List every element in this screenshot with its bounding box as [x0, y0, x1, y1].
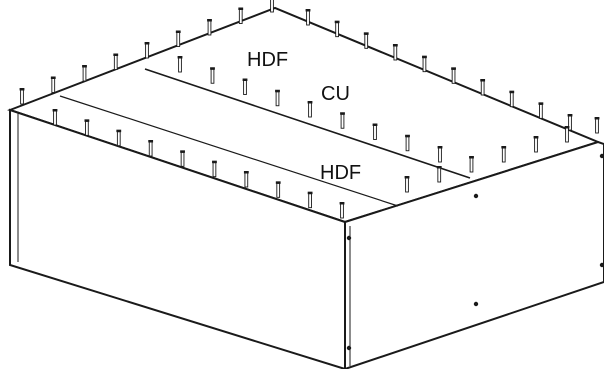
nails-group: [19, 0, 600, 219]
nail: [307, 101, 313, 118]
nail: [242, 78, 248, 95]
nail: [212, 160, 217, 178]
nail: [594, 117, 600, 134]
label-cu: CU: [321, 83, 350, 105]
divider-back: [144, 68, 471, 179]
screw-hole: [599, 262, 604, 268]
nail: [275, 89, 280, 107]
nail: [148, 140, 154, 157]
right-panel: [344, 140, 604, 369]
nail: [175, 30, 181, 47]
nail: [567, 114, 573, 131]
nail: [50, 76, 56, 93]
nail: [564, 126, 570, 143]
nail: [84, 119, 90, 136]
divider-front: [59, 95, 399, 207]
nail: [334, 20, 340, 38]
nail: [392, 44, 398, 61]
screw-holes: [346, 153, 604, 351]
nail: [238, 7, 244, 24]
nail: [405, 134, 410, 152]
nail: [538, 102, 544, 119]
nail: [340, 112, 345, 129]
nail: [270, 0, 274, 13]
nail: [207, 19, 212, 36]
label-hdf-back: HDF: [247, 49, 288, 71]
nail: [533, 136, 539, 153]
screw-hole: [346, 345, 352, 351]
nail: [372, 123, 378, 140]
nail: [177, 56, 183, 73]
nail: [436, 166, 442, 183]
nail: [305, 9, 311, 26]
screw-hole: [599, 153, 604, 159]
nail: [437, 146, 443, 163]
nail: [210, 67, 215, 84]
nail: [509, 90, 515, 108]
nail: [501, 146, 507, 163]
nail: [82, 65, 87, 82]
nail: [180, 150, 185, 167]
nail: [52, 109, 58, 126]
screw-hole: [346, 235, 352, 241]
nail: [243, 171, 249, 188]
front-left-panel: [9, 108, 346, 369]
nail: [363, 32, 369, 49]
nail: [404, 176, 410, 193]
nail: [275, 181, 281, 198]
screw-hole: [473, 301, 479, 307]
nail: [307, 191, 313, 209]
nail: [451, 67, 456, 84]
nail: [144, 42, 150, 59]
label-hdf-front: HDF: [320, 162, 361, 184]
nail: [116, 129, 122, 147]
nail: [480, 79, 486, 96]
nail: [113, 53, 119, 70]
nail: [469, 156, 474, 173]
nail: [422, 55, 427, 73]
screw-hole: [473, 193, 479, 199]
nail: [339, 202, 345, 219]
nail: [19, 88, 25, 105]
